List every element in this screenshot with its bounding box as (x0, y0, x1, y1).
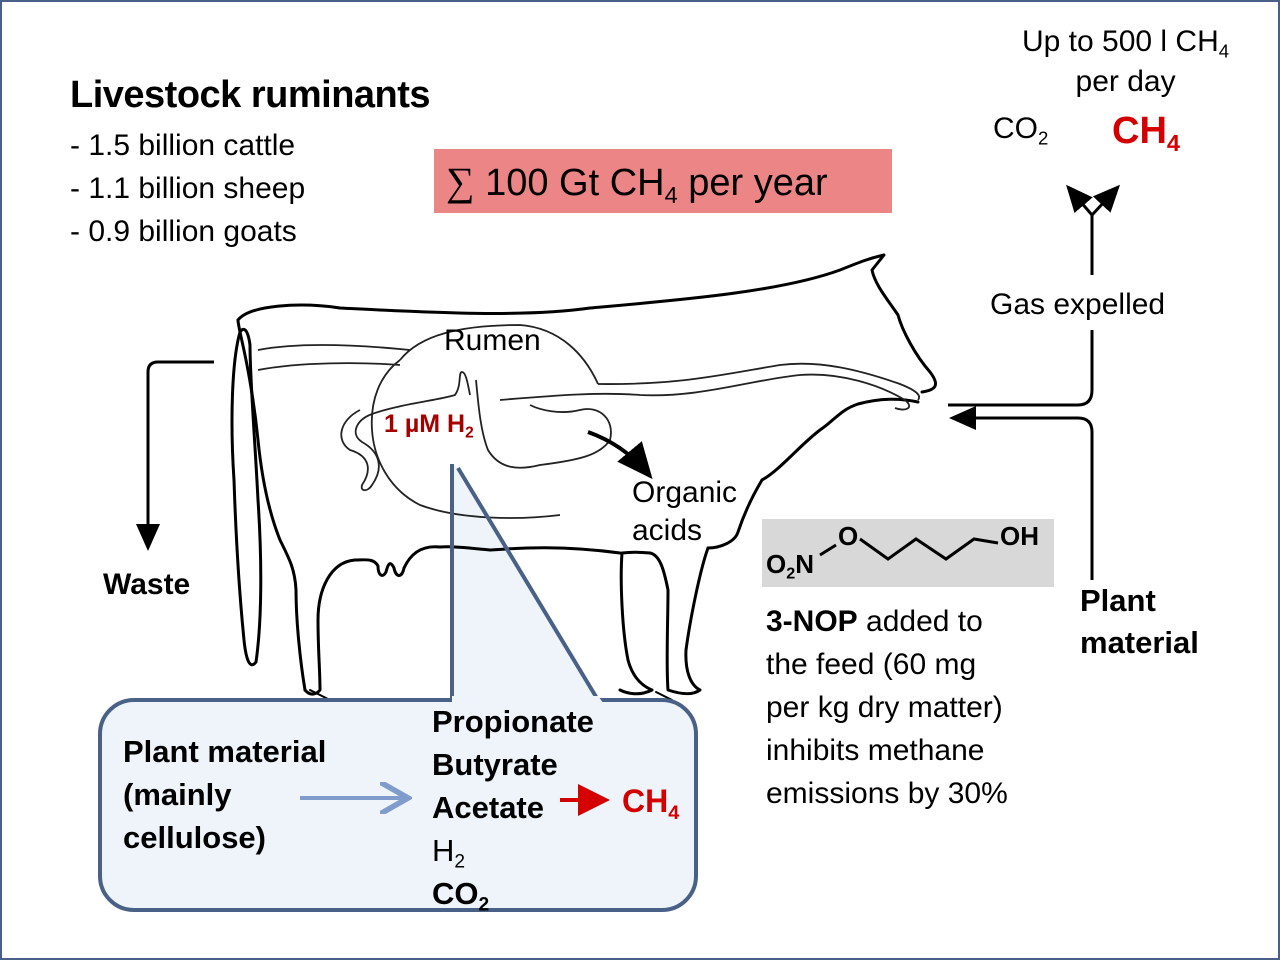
cow-outline (230, 253, 938, 706)
total-emissions-box (434, 149, 892, 213)
product-h2: H2 (432, 833, 466, 873)
product-butyrate: Butyrate (432, 747, 558, 782)
h2-concentration-label: 1 µM H2 (384, 410, 474, 442)
3nop-bonds (819, 537, 999, 561)
co2-label: CO2 (993, 112, 1049, 149)
livestock-item-goats: - 0.9 billion goats (70, 215, 297, 248)
plant-material-input-label: Plant material (1080, 583, 1199, 660)
nitro-group: O2N (766, 549, 814, 583)
3nop-structure: O2N O OH (762, 519, 1054, 587)
page-title: Livestock ruminants (70, 74, 431, 116)
waste-arrow (136, 360, 214, 551)
organic-acids-label: Organic acids (632, 476, 738, 547)
livestock-item-cattle: - 1.5 billion cattle (70, 129, 296, 162)
total-emissions-text: ∑ 100 Gt CH4 per year (446, 159, 828, 209)
product-acetate: Acetate (432, 790, 544, 825)
digestive-tract (257, 324, 920, 519)
livestock-list: - 1.5 billion cattle - 1.1 billion sheep… (70, 124, 305, 253)
ether-oxygen: O (838, 521, 859, 551)
gas-expelled-label: Gas expelled (990, 288, 1166, 321)
fermentation-products: Propionate Butyrate Acetate H2 CO2 (432, 700, 594, 915)
product-propionate: Propionate (432, 704, 594, 739)
livestock-item-sheep: - 1.1 billion sheep (70, 172, 306, 205)
rumen-label: Rumen (444, 324, 541, 357)
feed-arrow (949, 406, 1094, 580)
sum-icon: ∑ (446, 159, 475, 204)
gas-line (948, 330, 1094, 407)
hydroxyl-group: OH (1000, 521, 1039, 551)
inset-ch4-label: CH4 (622, 783, 680, 824)
callout-border (450, 464, 600, 702)
waste-label: Waste (103, 568, 191, 601)
3nop-description: 3-NOP added to the feed (60 mg per kg dr… (766, 605, 1008, 810)
organic-acids-arrow (587, 430, 653, 480)
product-co2: CO2 (432, 876, 490, 916)
ch4-label: CH4 (1112, 110, 1180, 157)
inset-input-label: Plant material (mainly cellulose) (123, 734, 327, 855)
per-animal-emission: Up to 500 l CH4 per day (1022, 25, 1230, 98)
